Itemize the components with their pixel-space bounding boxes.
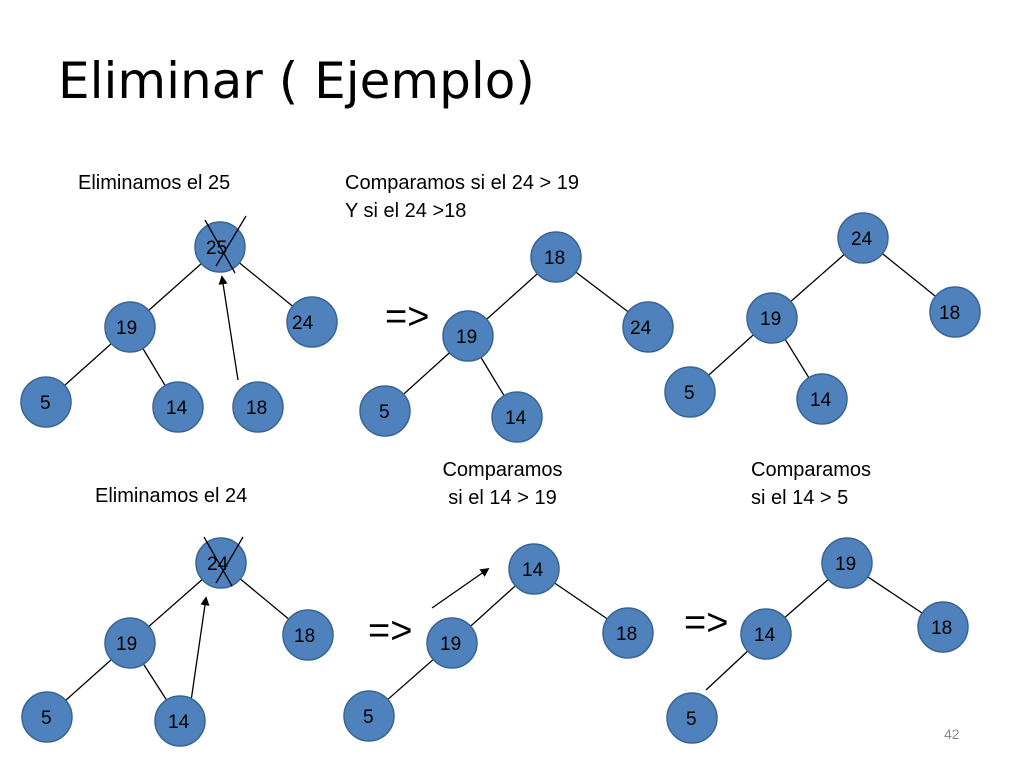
caption-compare-24: Comparamos si el 24 > 19 Y si el 24 >18	[345, 169, 579, 225]
node-value: 24	[630, 318, 652, 339]
deleted-mark-icon	[215, 536, 244, 584]
tree-node: 14	[740, 608, 792, 660]
node-value: 14	[522, 560, 544, 581]
node-value: 18	[931, 618, 952, 639]
tree-4: 24 19 18 5 14	[21, 536, 334, 747]
tree-5: 14 19 18 5	[343, 543, 654, 742]
node-value: 5	[684, 383, 695, 404]
caption-line: Comparamos si el 24 > 19	[345, 172, 580, 194]
caption-line: Comparamos	[751, 459, 872, 481]
swap-arrow	[189, 596, 210, 709]
transition-arrow: =>	[684, 602, 729, 644]
tree-node: 18	[917, 601, 969, 653]
caption-line: Eliminamos el 24	[95, 485, 248, 507]
slide-title: Eliminar ( Ejemplo)	[58, 52, 535, 110]
tree-node: 18	[282, 609, 334, 661]
tree-node: 5	[21, 691, 73, 743]
node-value: 18	[246, 398, 267, 419]
node-value: 14	[810, 390, 832, 411]
tree-node: 24	[622, 301, 674, 353]
tree-node: 14	[154, 695, 206, 747]
node-value: 18	[544, 248, 565, 269]
deleted-mark-icon	[203, 536, 233, 587]
tree-2: 18 19 24 5 14	[359, 231, 674, 443]
deleted-mark-icon	[215, 215, 247, 267]
node-value: 25	[206, 238, 227, 259]
tree-node: 24	[837, 212, 889, 264]
node-value: 19	[760, 309, 781, 330]
tree-node: 19	[746, 292, 798, 344]
node-value: 18	[616, 624, 637, 645]
node-value: 19	[440, 634, 461, 655]
transition-arrow: =>	[385, 296, 430, 338]
deleted-mark-icon	[204, 219, 236, 274]
node-value: 14	[754, 625, 776, 646]
tree-1: 25 19 24 5 14 18	[20, 215, 338, 433]
node-value: 24	[851, 229, 873, 250]
node-value: 5	[41, 708, 52, 729]
node-value: 24	[207, 554, 229, 575]
tree-node: 19	[821, 537, 873, 589]
tree-node: 5	[343, 690, 395, 742]
node-value: 19	[456, 327, 477, 348]
caption-delete-25: Eliminamos el 25	[78, 169, 230, 197]
node-value: 5	[40, 393, 51, 414]
caption-line: Comparamos	[442, 459, 563, 481]
node-value: 19	[116, 318, 137, 339]
node-value: 5	[686, 709, 697, 730]
tree-node: 14	[796, 373, 848, 425]
tree-6: 19 14 18 5	[666, 537, 969, 744]
node-value: 14	[505, 408, 527, 429]
node-value: 19	[835, 554, 856, 575]
tree-node: 19	[442, 310, 494, 362]
slide-number: 42	[944, 726, 960, 742]
node-value: 24	[292, 313, 314, 334]
tree-3: 24 19 18 5 14	[664, 212, 981, 425]
node-value: 5	[363, 707, 374, 728]
tree-node: 5	[666, 692, 718, 744]
node-value: 18	[939, 303, 960, 324]
caption-compare-14-5: Comparamos si el 14 > 5	[751, 456, 871, 512]
caption-line: Y si el 24 >18	[345, 200, 467, 222]
tree-node: 24	[286, 296, 338, 348]
node-value: 5	[379, 402, 390, 423]
node-value: 19	[116, 634, 137, 655]
tree-node: 18	[602, 607, 654, 659]
caption-line: Eliminamos el 25	[78, 172, 231, 194]
swap-arrow	[431, 567, 490, 609]
caption-compare-14-19: Comparamos si el 14 > 19	[415, 456, 590, 512]
tree-node: 19	[104, 617, 156, 669]
tree-node: 19	[426, 617, 478, 669]
tree-node: 18	[929, 286, 981, 338]
node-value: 14	[166, 398, 188, 419]
transition-arrow: =>	[368, 610, 413, 652]
swap-arrow	[218, 275, 239, 381]
node-value: 14	[168, 712, 190, 733]
tree-node: 5	[359, 385, 411, 437]
tree-node: 18	[530, 231, 582, 283]
caption-line: si el 14 > 5	[751, 487, 849, 509]
tree-node: 19	[104, 301, 156, 353]
tree-node: 14	[508, 543, 560, 595]
tree-node: 5	[664, 366, 716, 418]
tree-node: 14	[152, 381, 204, 433]
tree-node: 14	[491, 391, 543, 443]
tree-node: 18	[232, 381, 284, 433]
caption-delete-24: Eliminamos el 24	[95, 482, 247, 510]
caption-line: si el 14 > 19	[448, 487, 557, 509]
tree-node: 5	[20, 376, 72, 428]
node-value: 18	[294, 626, 315, 647]
